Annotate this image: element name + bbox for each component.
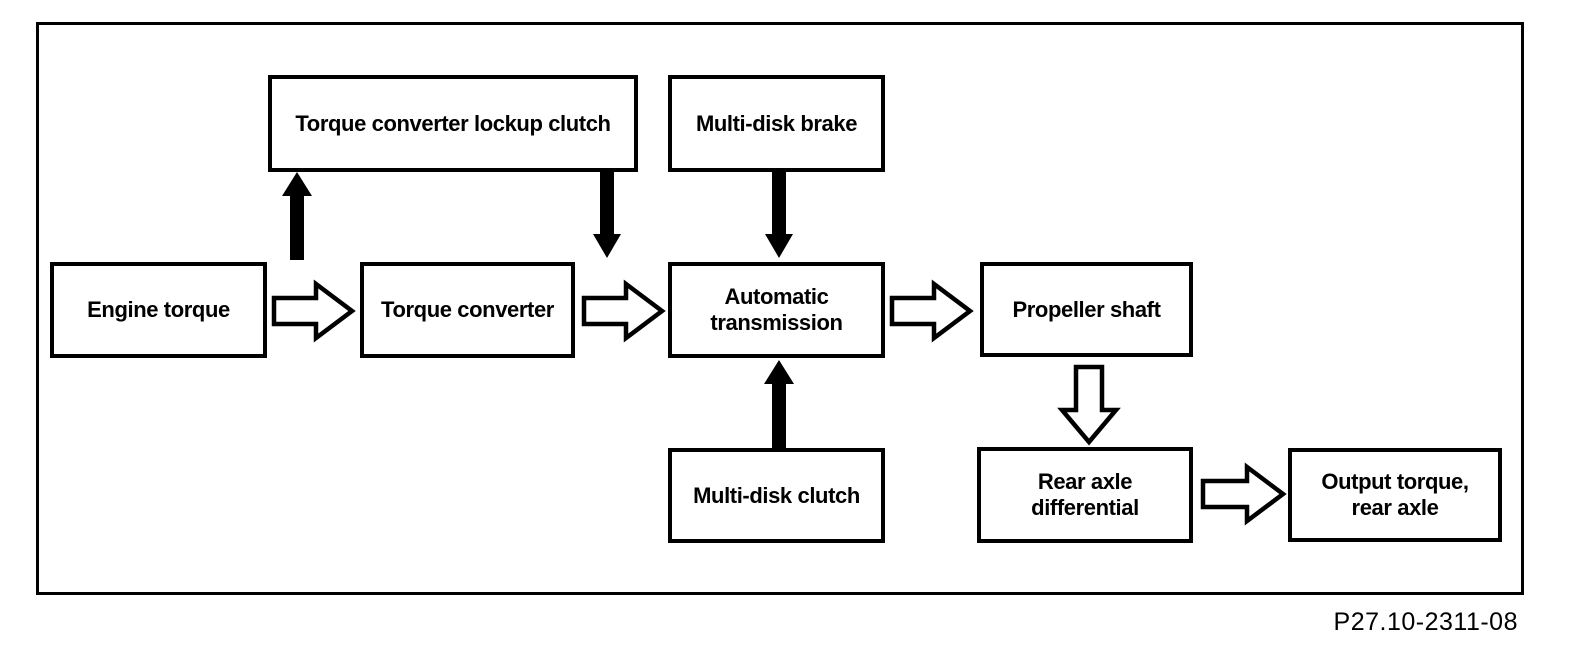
- node-engine-torque: Engine torque: [50, 262, 267, 358]
- node-torque-converter: Torque converter: [360, 262, 575, 358]
- node-rear-axle-differential: Rear axle differential: [977, 447, 1193, 543]
- arrow-up-from-multi-disk-clutch: [764, 360, 794, 448]
- node-label: Output torque, rear axle: [1321, 469, 1469, 520]
- node-torque-converter-lockup-clutch: Torque converter lockup clutch: [268, 75, 638, 172]
- arrow-engine-torque-to-torque-converter: [271, 279, 356, 343]
- node-multi-disk-brake: Multi-disk brake: [668, 75, 885, 172]
- node-multi-disk-clutch: Multi-disk clutch: [668, 448, 885, 543]
- figure-code: P27.10-2311-08: [1333, 608, 1518, 636]
- arrow-torque-converter-to-automatic-transmission: [581, 279, 666, 343]
- node-output-torque-rear-axle: Output torque, rear axle: [1288, 448, 1502, 542]
- node-label: Torque converter lockup clutch: [295, 110, 611, 136]
- arrow-rear-axle-differential-to-output-torque: [1200, 462, 1287, 526]
- arrow-up-to-torque-converter-lockup-clutch: [282, 172, 312, 260]
- node-label: Engine torque: [87, 297, 230, 323]
- node-label: Torque converter: [381, 297, 554, 323]
- arrow-down-from-torque-converter-lockup-clutch: [593, 171, 621, 258]
- node-label: Automatic transmission: [710, 284, 843, 335]
- node-label: Multi-disk clutch: [693, 482, 860, 508]
- arrow-down-from-multi-disk-brake: [765, 172, 793, 258]
- node-label: Multi-disk brake: [695, 110, 858, 136]
- node-automatic-transmission: Automatic transmission: [668, 262, 885, 358]
- node-label: Propeller shaft: [1012, 296, 1161, 322]
- node-label: Rear axle differential: [1031, 469, 1139, 520]
- node-propeller-shaft: Propeller shaft: [980, 262, 1193, 357]
- arrow-propeller-shaft-to-rear-axle-differential: [1057, 364, 1121, 446]
- arrow-automatic-transmission-to-propeller-shaft: [889, 279, 974, 343]
